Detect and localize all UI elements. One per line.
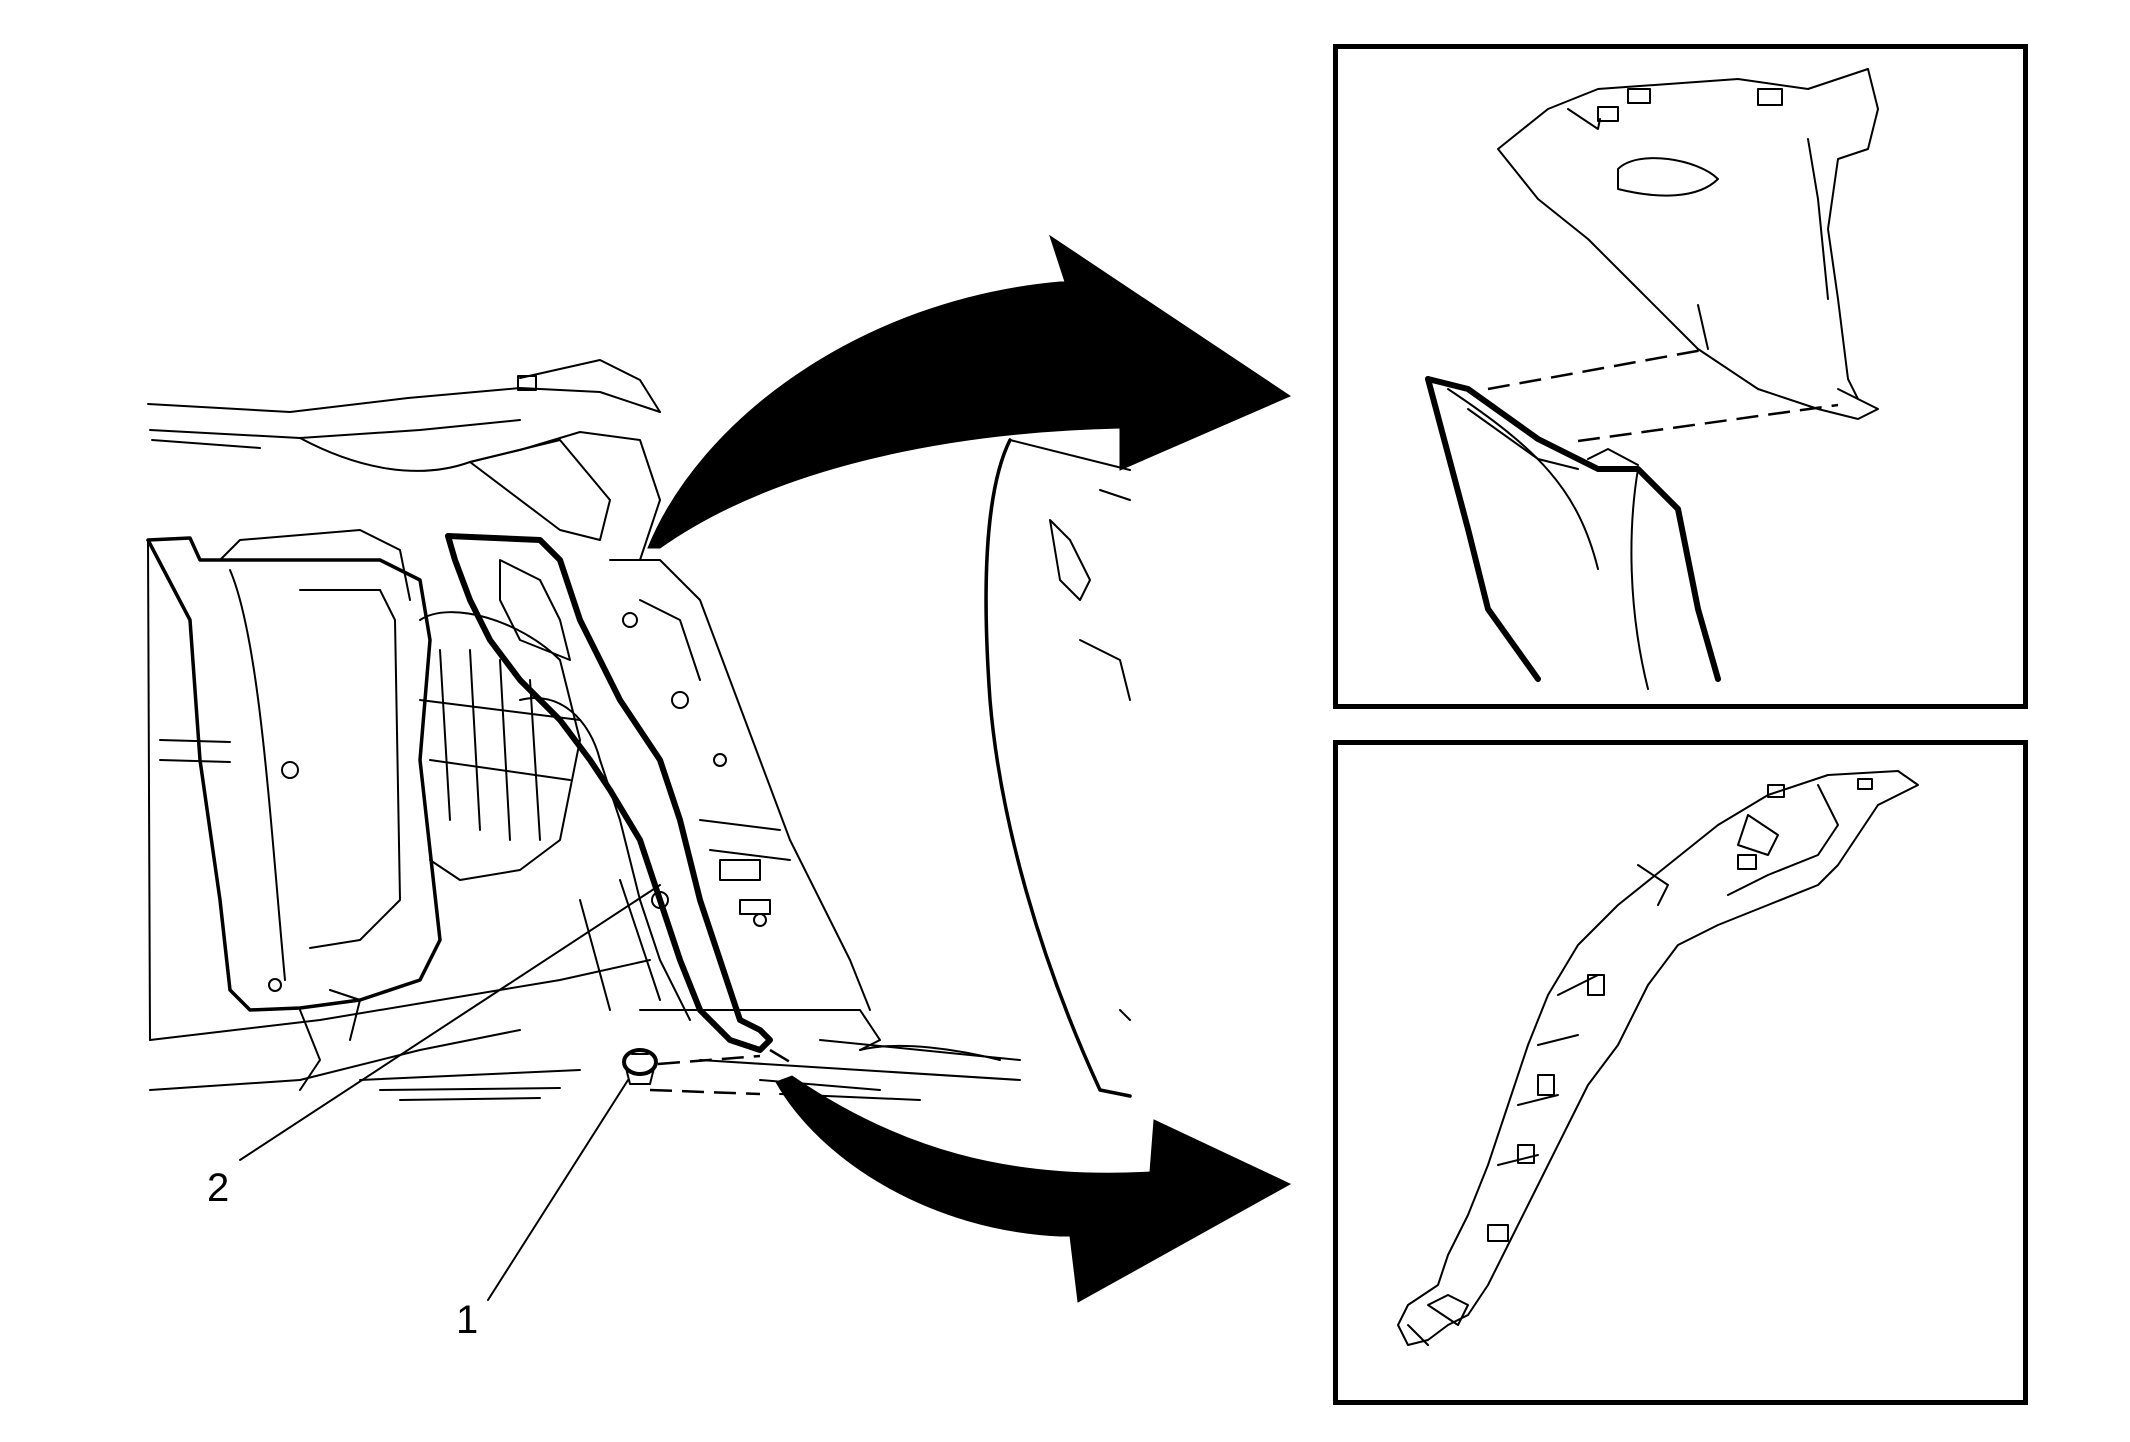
leader-line-1 <box>487 1079 629 1301</box>
upper-trim-illustration <box>1425 68 1879 690</box>
leader-line-2 <box>239 884 661 1161</box>
vehicle-interior-view <box>146 359 1132 1301</box>
arrow-to-top-inset <box>647 234 1292 549</box>
callout-label-1: 1 <box>456 1298 479 1342</box>
inset-top-detail <box>1333 44 2028 709</box>
arrow-to-bottom-inset <box>775 1075 1292 1303</box>
inset-bottom-detail <box>1333 740 2028 1405</box>
fastener-part <box>622 1048 658 1085</box>
callout-label-2: 2 <box>207 1166 230 1210</box>
trim-panel-rear-illustration <box>1397 770 1919 1346</box>
